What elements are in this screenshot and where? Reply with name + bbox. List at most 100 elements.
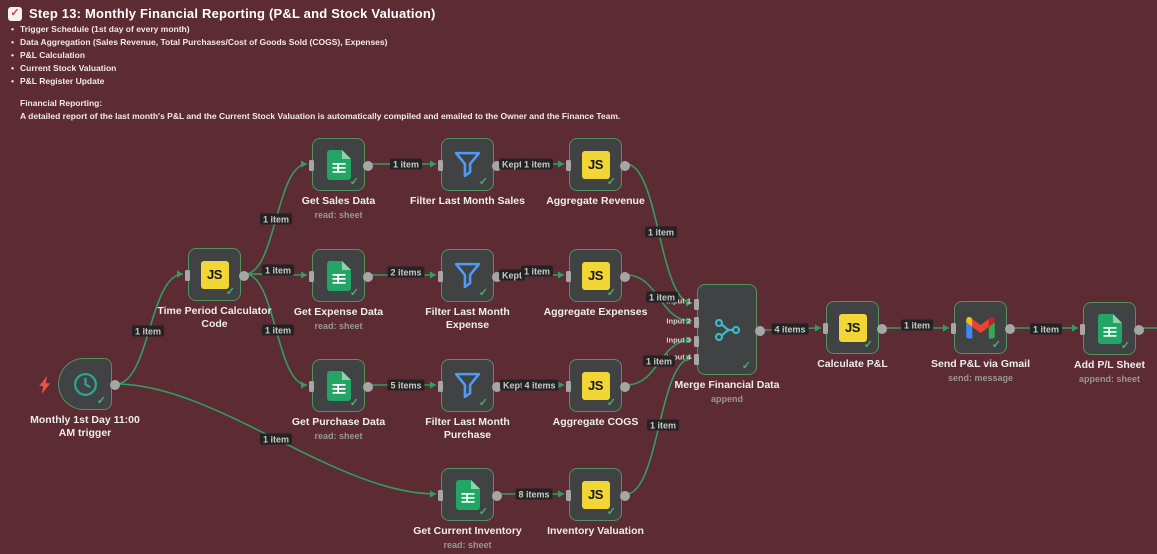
filter-icon bbox=[442, 360, 493, 411]
node-box[interactable]: JS✓ bbox=[566, 138, 630, 191]
node-aggregate-revenue[interactable]: JS✓ Aggregate Revenue bbox=[546, 138, 645, 207]
node-box[interactable]: ✓ bbox=[1080, 302, 1144, 355]
node-box[interactable]: ✓ bbox=[438, 138, 502, 191]
input-port[interactable] bbox=[566, 381, 571, 392]
node-sublabel: read: sheet bbox=[443, 540, 492, 550]
output-port[interactable] bbox=[363, 271, 373, 282]
output-port[interactable] bbox=[755, 326, 765, 336]
input-port[interactable] bbox=[823, 323, 828, 334]
output-port[interactable] bbox=[492, 490, 502, 501]
node-aggregate-cogs[interactable]: JS✓Aggregate COGS bbox=[553, 359, 638, 428]
output-port[interactable] bbox=[1134, 324, 1144, 335]
note-body: A detailed report of the last month's P&… bbox=[20, 111, 621, 121]
connection-items-label: 8 items bbox=[515, 488, 553, 500]
input-port[interactable] bbox=[438, 271, 443, 282]
node-box[interactable]: ✓ bbox=[309, 138, 373, 191]
code-js-icon: JS bbox=[570, 139, 621, 190]
node-box[interactable]: ✓ bbox=[694, 284, 765, 375]
connection-arrow-icon bbox=[430, 490, 436, 498]
node-box[interactable]: ✓ bbox=[951, 301, 1015, 354]
input-port[interactable] bbox=[951, 323, 956, 334]
output-port[interactable] bbox=[492, 160, 502, 171]
workflow-step-list: Trigger Schedule (1st day of every month… bbox=[10, 23, 387, 88]
input-port[interactable] bbox=[309, 271, 314, 282]
input-port[interactable] bbox=[566, 271, 571, 282]
success-check-icon: ✓ bbox=[478, 287, 488, 299]
input-port[interactable] bbox=[309, 160, 314, 171]
node-box[interactable]: ✓ bbox=[58, 358, 120, 410]
output-port[interactable] bbox=[110, 380, 120, 390]
connection-items-label: Kept bbox=[500, 379, 526, 391]
financial-reporting-note: Financial Reporting: A detailed report o… bbox=[20, 97, 620, 123]
node-filter-last-month-expense[interactable]: ✓Filter Last Month Expense bbox=[425, 249, 510, 331]
node-box[interactable]: JS✓ bbox=[823, 301, 887, 354]
input-port[interactable] bbox=[1080, 324, 1085, 335]
node-schedule-trigger[interactable]: ✓Monthly 1st Day 11:00 AM trigger bbox=[30, 358, 140, 439]
input-port[interactable] bbox=[309, 381, 314, 392]
success-check-icon: ✓ bbox=[991, 339, 1001, 351]
connection-items-label: 1 item bbox=[131, 325, 165, 337]
node-inventory-valuation[interactable]: JS✓Inventory Valuation bbox=[547, 468, 644, 537]
output-port[interactable] bbox=[363, 160, 373, 171]
page-title: Step 13: Monthly Financial Reporting (P&… bbox=[29, 6, 436, 21]
success-check-icon: ✓ bbox=[1120, 340, 1130, 352]
checkbox-icon: ✓ bbox=[8, 6, 22, 21]
node-box[interactable]: ✓ bbox=[438, 359, 502, 412]
node-box[interactable]: JS✓ bbox=[185, 248, 249, 301]
code-js-icon: JS bbox=[827, 302, 878, 353]
input-port[interactable] bbox=[438, 160, 443, 171]
connection-items-label: 1 item bbox=[259, 433, 293, 445]
node-filter-last-month-sales[interactable]: ✓Filter Last Month Sales bbox=[410, 138, 525, 207]
node-caption: Time Period Calculator Code bbox=[125, 305, 305, 331]
node-caption: Monthly 1st Day 11:00 AM trigger bbox=[0, 414, 175, 440]
node-box[interactable]: ✓ bbox=[438, 468, 502, 521]
input-port[interactable] bbox=[566, 490, 571, 501]
node-box[interactable]: JS✓ bbox=[566, 249, 630, 302]
output-port[interactable] bbox=[620, 160, 630, 171]
node-aggregate-expenses[interactable]: JS✓Aggregate Expenses bbox=[544, 249, 647, 318]
node-box[interactable]: JS✓ bbox=[566, 359, 630, 412]
connection-arrow-icon bbox=[686, 299, 692, 307]
node-filter-last-month-purchase[interactable]: ✓Filter Last Month Purchase bbox=[425, 359, 510, 441]
connection-items-label: 4 items bbox=[771, 323, 809, 335]
output-port[interactable] bbox=[877, 323, 887, 334]
input-port[interactable] bbox=[438, 381, 443, 392]
input-port[interactable] bbox=[185, 270, 190, 281]
connection-items-label: 1 item bbox=[642, 355, 676, 367]
input-port[interactable] bbox=[566, 160, 571, 171]
output-port[interactable] bbox=[620, 271, 630, 282]
node-box[interactable]: ✓ bbox=[309, 359, 373, 412]
input-port[interactable] bbox=[694, 298, 699, 310]
output-port[interactable] bbox=[1005, 323, 1015, 334]
output-port[interactable] bbox=[620, 381, 630, 392]
input-port[interactable] bbox=[694, 353, 699, 365]
output-port[interactable] bbox=[620, 490, 630, 501]
output-port[interactable] bbox=[492, 381, 502, 392]
output-port[interactable] bbox=[363, 381, 373, 392]
input-port[interactable] bbox=[694, 335, 699, 347]
node-box[interactable]: ✓ bbox=[438, 249, 502, 302]
node-time-period-calculator[interactable]: JS✓Time Period Calculator Code bbox=[157, 248, 272, 330]
node-label: Calculate P&L bbox=[817, 358, 888, 370]
input-port[interactable] bbox=[438, 490, 443, 501]
node-box[interactable]: ✓ bbox=[309, 249, 373, 302]
connection-items-label: 1 item bbox=[261, 264, 295, 276]
success-check-icon: ✓ bbox=[349, 397, 359, 409]
output-port[interactable] bbox=[239, 270, 249, 281]
success-check-icon: ✓ bbox=[863, 339, 873, 351]
connection-items-label: 2 items bbox=[387, 266, 425, 278]
input-port[interactable] bbox=[694, 316, 699, 328]
node-label: Aggregate Revenue bbox=[546, 195, 645, 207]
node-box[interactable]: JS✓ bbox=[566, 468, 630, 521]
output-port[interactable] bbox=[492, 271, 502, 282]
node-calculate-pl[interactable]: JS✓ Calculate P&L bbox=[817, 301, 888, 370]
